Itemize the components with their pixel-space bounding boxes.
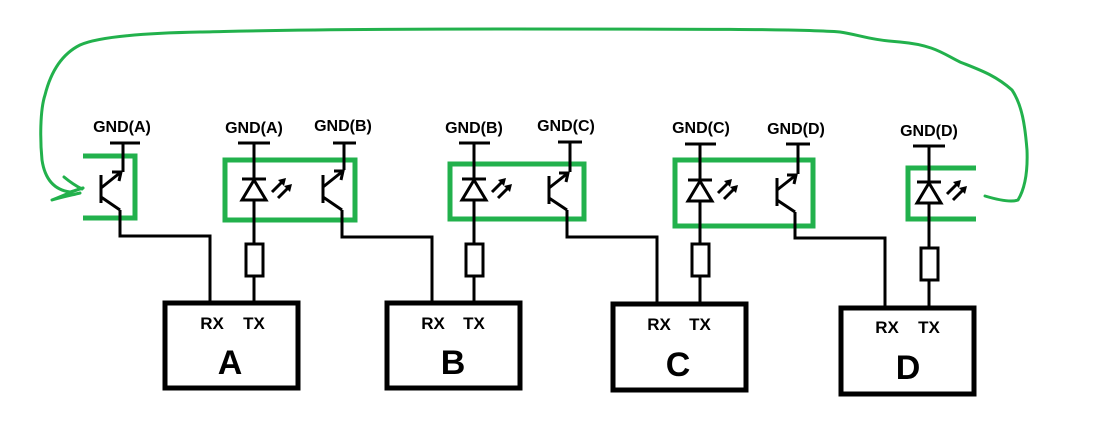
gnd-label: GND(A) bbox=[93, 119, 151, 136]
rx-pin-label: RX bbox=[200, 314, 224, 333]
optocoupler-d-led: GND(D) bbox=[900, 123, 976, 248]
feedback-loop-arrow bbox=[50, 175, 85, 202]
device-label: C bbox=[666, 346, 691, 384]
arrow-icon bbox=[559, 171, 570, 183]
transistor-collector bbox=[322, 169, 344, 189]
arrow-icon bbox=[334, 169, 345, 181]
led-icon bbox=[685, 178, 715, 203]
rx-pin-label: RX bbox=[647, 315, 671, 334]
led-icon bbox=[239, 177, 269, 202]
transistor-collector bbox=[548, 171, 569, 190]
resistor-b bbox=[464, 242, 485, 278]
light-emission-icon bbox=[490, 178, 512, 200]
feedback-loop-wire bbox=[39, 27, 1029, 203]
device-label: B bbox=[441, 344, 466, 382]
wire-ab-to-b-rx bbox=[340, 210, 434, 303]
optocoupler-a-to-b: GND(A) GND(B) bbox=[222, 118, 434, 303]
light-emission-icon bbox=[716, 179, 738, 201]
gnd-label: GND(C) bbox=[537, 118, 595, 135]
optocoupler-c-to-d: GND(C) GND(D) bbox=[672, 120, 887, 308]
optocoupler-a-phototransistor: GND(A) bbox=[83, 119, 212, 303]
resistor-d bbox=[919, 246, 940, 282]
opto-outline bbox=[222, 157, 358, 223]
transistor-emitter bbox=[548, 196, 568, 212]
device-c: RX TX C bbox=[610, 301, 749, 393]
wire-cd-to-d-rx bbox=[793, 212, 887, 308]
transistor-emitter bbox=[322, 195, 343, 212]
optocoupler-b-to-c: GND(B) GND(C) bbox=[445, 118, 659, 303]
arrow-icon bbox=[787, 173, 798, 185]
gnd-label: GND(D) bbox=[900, 123, 958, 140]
led-icon bbox=[459, 177, 489, 202]
resistor-a bbox=[244, 242, 265, 278]
device-label: A bbox=[218, 344, 243, 382]
tx-pin-label: TX bbox=[689, 315, 711, 334]
opto-outline bbox=[447, 161, 587, 222]
resistor-c bbox=[690, 242, 711, 278]
transistor-emitter bbox=[100, 195, 121, 212]
rx-pin-label: RX bbox=[421, 314, 445, 333]
opto-outline bbox=[905, 165, 976, 222]
tx-pin-label: TX bbox=[463, 314, 485, 333]
gnd-label: GND(D) bbox=[767, 121, 825, 138]
device-b: RX TX B bbox=[384, 300, 523, 391]
device-box bbox=[610, 301, 749, 393]
wire-a-to-rx bbox=[118, 210, 212, 303]
device-box bbox=[838, 305, 977, 397]
rx-pin-label: RX bbox=[875, 318, 899, 337]
led-icon bbox=[914, 180, 944, 205]
gnd-label: GND(A) bbox=[225, 120, 283, 137]
transistor-emitter bbox=[776, 198, 796, 214]
arrow-icon bbox=[112, 170, 123, 182]
device-box bbox=[384, 300, 523, 391]
gnd-label: GND(B) bbox=[314, 118, 372, 135]
gnd-label: GND(C) bbox=[672, 120, 730, 137]
light-emission-icon bbox=[270, 178, 292, 200]
tx-pin-label: TX bbox=[918, 318, 940, 337]
transistor-collector bbox=[776, 173, 797, 192]
device-box bbox=[162, 300, 301, 391]
gnd-label: GND(B) bbox=[445, 120, 503, 137]
device-a: RX TX A bbox=[162, 300, 301, 391]
tx-pin-label: TX bbox=[243, 314, 265, 333]
device-label: D bbox=[896, 349, 921, 387]
wire-bc-to-c-rx bbox=[565, 210, 659, 303]
opto-outline bbox=[83, 153, 138, 221]
light-emission-icon bbox=[945, 180, 967, 202]
opto-outline bbox=[672, 157, 816, 229]
transistor-collector bbox=[100, 170, 122, 190]
device-d: RX TX D bbox=[838, 305, 977, 397]
